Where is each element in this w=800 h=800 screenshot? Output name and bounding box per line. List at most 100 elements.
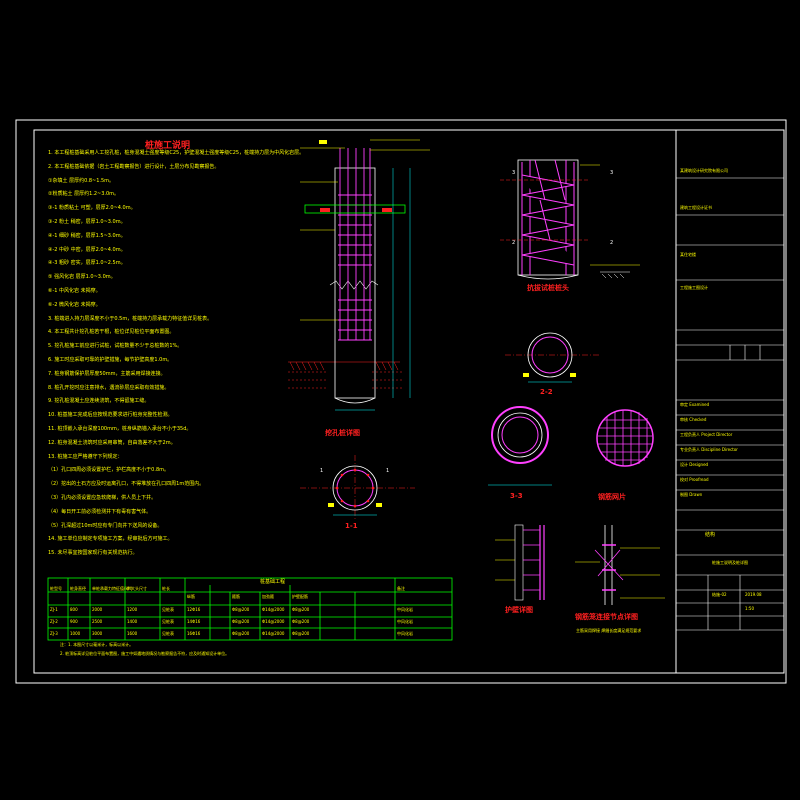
note-line: ③-1 粉质粘土 可塑，层厚2.0~4.0m。 <box>48 205 136 212</box>
note-line: 2. 本工程桩基础依据（岩土工程勘察报告）进行设计，土层分布见勘察报告。 <box>48 163 220 170</box>
section-mark-2b: 2 <box>610 240 614 246</box>
section-2-2-label: 2-2 <box>540 388 553 396</box>
tb-sign-row: 审定 Examined <box>680 402 710 407</box>
note-line: 6. 施工时应采取可靠的护壁措施，每节护壁高度1.0m。 <box>48 356 173 363</box>
table-cell: 中风化岩 <box>397 607 413 612</box>
section-mark-1b: 1 <box>386 468 390 474</box>
footnote-line: 注：1. 本图尺寸以毫米计，标高以米计。 <box>60 642 134 647</box>
mesh-title: 钢筋网片 <box>598 493 626 501</box>
table-cell: Φ8@200 <box>232 619 250 624</box>
table-cell: 见桩表 <box>162 631 174 636</box>
pile-detail-title: 挖孔桩详图 <box>325 429 360 437</box>
tb-sign-row: 工程负责人 Project Director <box>680 432 733 437</box>
table-cell: ZJ-1 <box>50 607 58 612</box>
node-detail-note: 主筋采用焊接 焊缝长度满足规范要求 <box>576 628 642 633</box>
table-cell: Φ14@2000 <box>262 619 285 624</box>
section-mark-3a: 3 <box>512 170 516 176</box>
table-cell: 16Φ16 <box>187 631 201 636</box>
tb-sign-row: 校对 Proofread <box>680 477 709 482</box>
notes-list: 1. 本工程桩基础采用人工挖孔桩，桩身混凝土强度等级C25，护壁混凝土强度等级C… <box>48 150 305 570</box>
inner-frame <box>33 129 785 674</box>
notes-title: 桩施工说明 <box>145 141 191 151</box>
note-line: 15. 未尽事宜按国家现行有关规范执行。 <box>48 550 138 557</box>
section-mark-2a: 2 <box>512 240 516 246</box>
tb-drawing-label: 结构 <box>705 532 716 538</box>
note-line: 4. 本工程共计挖孔桩若干根，桩位详见桩位平面布置图。 <box>48 329 175 336</box>
note-line: 3. 桩端进入持力层深度不小于0.5m，桩端持力层承载力特征值详见桩表。 <box>48 315 213 322</box>
note-line: 1. 本工程桩基础采用人工挖孔桩，桩身混凝土强度等级C25，护壁混凝土强度等级C… <box>48 150 305 156</box>
table-cell: Φ14@2000 <box>262 631 285 636</box>
table-header-cell: 箍筋 <box>232 594 240 599</box>
note-line: ①杂填土 层厚约0.8~1.5m。 <box>48 177 115 184</box>
node-detail <box>575 525 665 605</box>
tb-company: 某建筑设计研究院有限公司 <box>680 168 728 173</box>
table-header-cell: 扩大头尺寸 <box>127 586 147 591</box>
tb-drawing-no: 结施-02 <box>712 592 727 597</box>
table-cell: 1400 <box>127 619 138 624</box>
tb-sign-row: 设计 Designed <box>680 462 709 467</box>
node-detail-title: 钢筋笼连接节点详图 <box>575 613 638 621</box>
section-3-3 <box>488 406 552 486</box>
pile-table-title: 桩基础工程 <box>260 579 286 585</box>
rebar-mesh <box>596 409 654 467</box>
note-line: 12. 桩身混凝土浇筑时应采用串筒，自由落差不大于2m。 <box>48 439 176 446</box>
pile-elevation <box>288 139 430 411</box>
note-line: ⑥-2 微风化岩 未揭穿。 <box>48 301 101 308</box>
table-cell: 见桩表 <box>162 619 174 624</box>
tb-sign-row: 专业负责人 Discipline Director <box>680 447 738 452</box>
footnote-line: 2. 桩顶标高详见桩位平面布置图，施工中如遇地质情况与勘察报告不符，应及时通知设… <box>60 651 230 656</box>
table-header-cell: 加劲箍 <box>262 594 274 599</box>
table-header-cell: 备注 <box>397 586 405 591</box>
note-line: 14. 施工单位应制定专项施工方案，经审批后方可施工。 <box>48 536 173 543</box>
tb-stage: 工程施工图设计 <box>680 285 708 290</box>
pile-table-footnotes: 注：1. 本图尺寸以毫米计，标高以米计。 2. 桩顶标高详见桩位平面布置图，施工中… <box>60 642 470 660</box>
table-cell: 14Φ16 <box>187 619 201 624</box>
table-cell: ZJ-2 <box>50 619 58 624</box>
note-line: 9. 挖孔桩混凝土应连续浇筑，不得留施工缝。 <box>48 398 150 405</box>
table-cell: 中风化岩 <box>397 619 413 624</box>
table-cell: 800 <box>70 607 78 612</box>
tb-project: 某住宅楼 <box>680 252 696 257</box>
tb-cert: 建筑工程设计证书 <box>680 205 712 210</box>
note-line: ⑤ 强风化岩 层厚1.0~3.0m。 <box>48 274 116 281</box>
tb-drawing-name: 桩施工说明及桩详图 <box>712 560 748 565</box>
table-cell: 见桩表 <box>162 607 174 612</box>
section-1-1-label: 1-1 <box>345 522 358 530</box>
table-cell: 中风化岩 <box>397 631 413 636</box>
table-cell: 12Φ16 <box>187 607 201 612</box>
wall-detail-title: 护壁详图 <box>505 606 533 614</box>
tb-scale: 1:50 <box>745 606 754 611</box>
note-line: （5）孔深超过10m时应有专门向井下送风的设备。 <box>48 522 163 529</box>
table-cell: 2000 <box>92 607 103 612</box>
wall-detail <box>495 524 545 601</box>
test-pile-head <box>500 159 640 280</box>
table-cell: 900 <box>70 619 78 624</box>
note-line: 5. 挖孔桩施工前应进行试桩，试桩数量不少于总桩数的1%。 <box>48 343 183 350</box>
table-cell: Φ8@200 <box>292 619 310 624</box>
table-cell: Φ8@200 <box>232 607 250 612</box>
table-header-cell: 桩长 <box>162 586 170 591</box>
table-header-cell: 桩身直径 <box>70 586 86 591</box>
note-line: （3）孔内必须设置应急软爬梯，供人员上下井。 <box>48 494 157 501</box>
tb-sign-row: 制图 Drawn <box>680 492 703 497</box>
table-cell: 1600 <box>127 631 138 636</box>
note-line: ④-2 中砂 中密，层厚2.0~4.0m。 <box>48 246 126 253</box>
tb-sign-row: 审核 Checked <box>680 417 707 422</box>
note-line: 10. 桩基施工完成后应按规范要求进行桩身完整性检测。 <box>48 412 173 419</box>
table-header-cell: 桩型号 <box>50 586 62 591</box>
tb-date: 2019.08 <box>745 592 762 597</box>
tb-sign-rows: 审定 Examined 审核 Checked 工程负责人 Project Direc… <box>680 402 738 507</box>
note-line: 13. 桩施工应严格遵守下列规定： <box>48 453 123 460</box>
section-2-2 <box>505 332 600 383</box>
test-pile-title: 抗拔试桩桩头 <box>527 284 569 292</box>
table-cell: Φ14@2000 <box>262 607 285 612</box>
section-mark-1a: 1 <box>320 468 324 474</box>
note-line: ⑥-1 中风化岩 未揭穿。 <box>48 287 101 294</box>
table-cell: Φ8@200 <box>232 631 250 636</box>
pile-table <box>47 577 453 641</box>
table-header-cell: 单桩承载力特征值(kN) <box>92 586 133 591</box>
table-header-cell: 护壁配筋 <box>292 594 308 599</box>
title-block-lines <box>676 177 784 631</box>
section-mark-3b: 3 <box>610 170 614 176</box>
